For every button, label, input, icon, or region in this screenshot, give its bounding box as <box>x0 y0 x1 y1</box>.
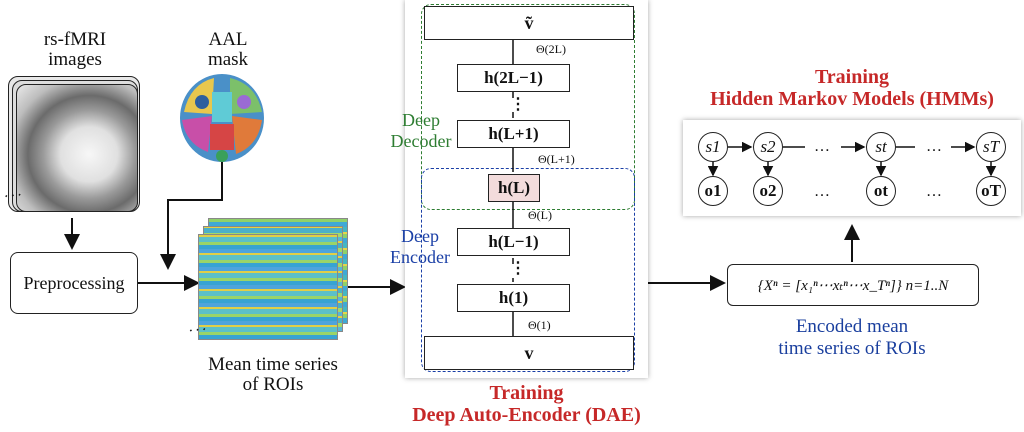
hmm-state-ellipsis-1: … <box>814 138 830 155</box>
layer-h-2L-1: h(2L−1) <box>457 64 570 92</box>
training-hmm-label: Training Hidden Markov Models (HMMs) <box>710 66 994 110</box>
hmm-obs-oT: oT <box>976 176 1006 206</box>
hmm-obs-ellipsis-2: … <box>926 183 942 200</box>
mean-time-series-label: Mean time series of ROIs <box>208 354 338 395</box>
encoded-mean-label: Encoded mean time series of ROIs <box>778 316 926 359</box>
layer-v: v <box>424 336 634 370</box>
layer-h-L1: h(L+1) <box>457 120 570 148</box>
theta-L: Θ(L) <box>528 208 552 222</box>
hmm-state-st: st <box>866 132 896 162</box>
hmm-state-s2: s2 <box>753 132 783 162</box>
layer-v-tilde: ṽ <box>424 6 634 40</box>
theta-L1: Θ(L+1) <box>538 152 575 166</box>
mean-time-series-stack: ⋰ <box>187 218 348 342</box>
hmm-state-sT: sT <box>976 132 1006 162</box>
decoder-vertical-ellipsis: ⋮ <box>510 96 526 113</box>
preprocessing-box: Preprocessing <box>10 252 138 314</box>
hmm-obs-o1: o1 <box>698 176 728 206</box>
layer-h-L: h(L) <box>488 174 540 202</box>
decoder-region <box>421 4 635 210</box>
layer-h-Lm1: h(L−1) <box>457 228 570 256</box>
hmm-obs-ellipsis-1: … <box>814 183 830 200</box>
rsfmri-label: rs-fMRI images <box>43 29 107 70</box>
encoded-formula-box: {Xⁿ = [x₁ⁿ⋯xₜⁿ⋯x_Tⁿ]} n=1..N <box>727 264 979 306</box>
aal-label: AAL mask <box>207 29 249 70</box>
training-dae-label: Training Deep Auto-Encoder (DAE) <box>412 382 641 426</box>
hmm-state-s1: s1 <box>698 132 728 162</box>
hmm-obs-ot: ot <box>866 176 896 206</box>
theta-1: Θ(1) <box>528 318 551 332</box>
hmm-edges <box>707 141 997 177</box>
deep-decoder-label: Deep Decoder <box>390 110 452 151</box>
deep-encoder-label: Deep Encoder <box>390 226 450 267</box>
dae-connectors <box>512 38 514 336</box>
encoder-vertical-ellipsis: ⋮ <box>510 260 526 277</box>
encoder-region <box>421 168 635 372</box>
theta-2L: Θ(2L) <box>536 42 566 56</box>
hmm-state-ellipsis-2: … <box>926 138 942 155</box>
arrow-aal-to-mean <box>160 160 223 270</box>
aal-brain-mask <box>180 74 264 162</box>
hmm-panel <box>683 120 1021 216</box>
hmm-obs-o2: o2 <box>753 176 783 206</box>
layer-h-1: h(1) <box>457 284 570 312</box>
rsfmri-image-stack: ⋰ <box>2 72 142 218</box>
